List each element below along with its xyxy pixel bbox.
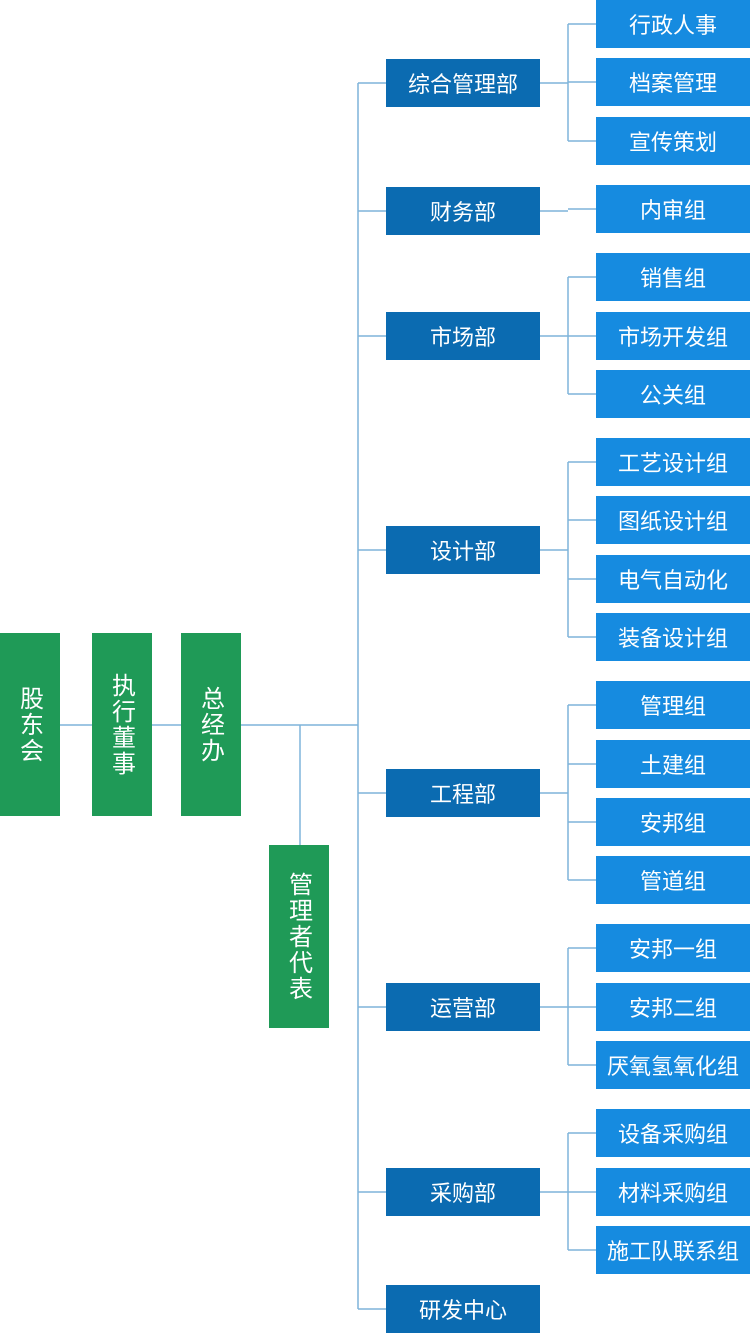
management-rep-box: 管理者代表	[269, 845, 329, 1028]
group-box: 行政人事	[596, 0, 750, 48]
group-box: 内审组	[596, 185, 750, 233]
group-box: 施工队联系组	[596, 1226, 750, 1274]
shareholders-box: 股东会	[0, 633, 60, 816]
group-box: 设备采购组	[596, 1109, 750, 1157]
department-box: 研发中心	[386, 1285, 540, 1333]
department-box: 综合管理部	[386, 59, 540, 107]
group-box: 公关组	[596, 370, 750, 418]
group-box: 档案管理	[596, 58, 750, 106]
group-box: 土建组	[596, 740, 750, 788]
department-box: 采购部	[386, 1168, 540, 1216]
group-box: 装备设计组	[596, 613, 750, 661]
group-box: 销售组	[596, 253, 750, 301]
department-box: 设计部	[386, 526, 540, 574]
department-box: 工程部	[386, 769, 540, 817]
department-box: 财务部	[386, 187, 540, 235]
department-box: 市场部	[386, 312, 540, 360]
group-box: 图纸设计组	[596, 496, 750, 544]
group-box: 材料采购组	[596, 1168, 750, 1216]
department-box: 运营部	[386, 983, 540, 1031]
group-box: 市场开发组	[596, 312, 750, 360]
group-box: 宣传策划	[596, 117, 750, 165]
group-box: 工艺设计组	[596, 438, 750, 486]
group-box: 安邦一组	[596, 924, 750, 972]
group-box: 管理组	[596, 681, 750, 729]
group-box: 安邦二组	[596, 983, 750, 1031]
group-box: 管道组	[596, 856, 750, 904]
group-box: 安邦组	[596, 798, 750, 846]
group-box: 厌氧氢氧化组	[596, 1041, 750, 1089]
group-box: 电气自动化	[596, 555, 750, 603]
general-manager-box: 总经办	[181, 633, 241, 816]
executive-director-box: 执行董事	[92, 633, 152, 816]
